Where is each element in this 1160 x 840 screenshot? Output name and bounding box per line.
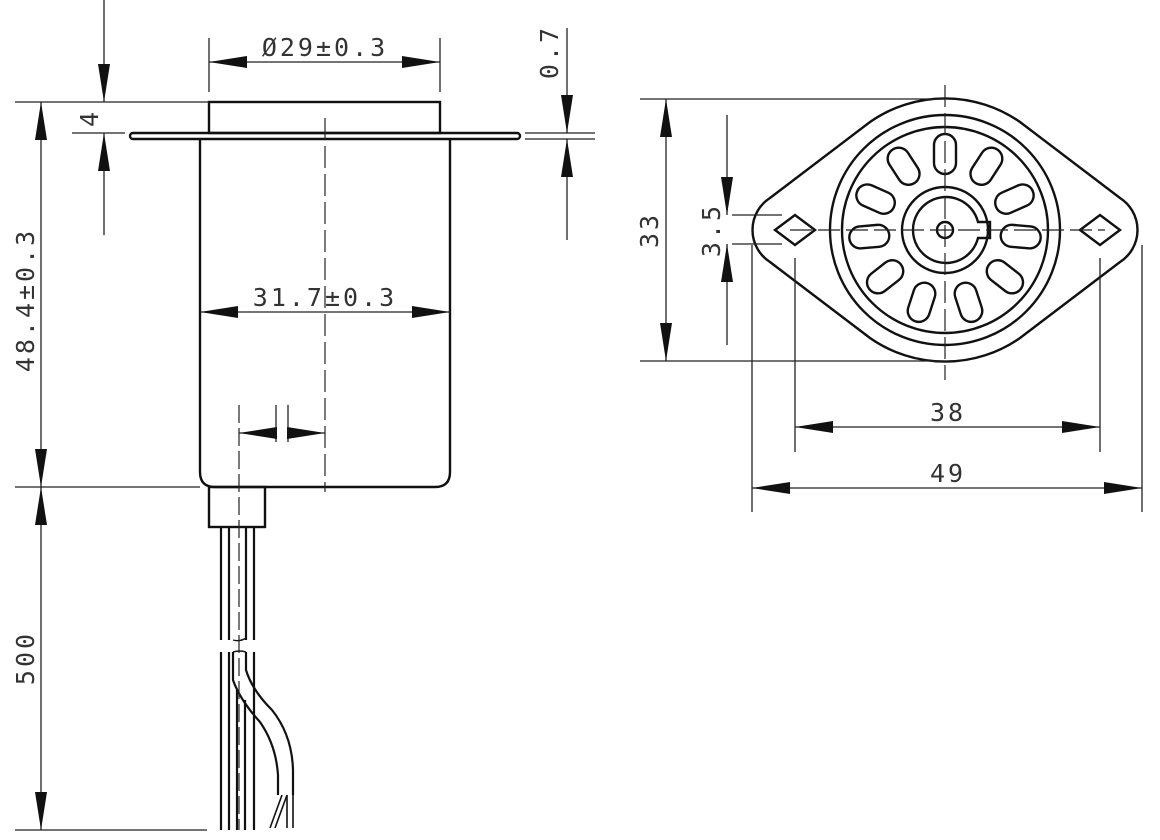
- dim-body-width: 31.7±0.3: [253, 283, 397, 312]
- mount-hole-left: [773, 213, 817, 247]
- dim-height: 33: [635, 212, 664, 248]
- vent-slot: [906, 281, 937, 324]
- hub-keyway: [911, 195, 992, 265]
- mounting-flange: [751, 97, 1139, 363]
- vent-slot: [994, 183, 1035, 215]
- dim-hole-spacing: 38: [930, 398, 966, 427]
- vent-slot: [985, 259, 1025, 295]
- vent-slot: [953, 281, 984, 324]
- dim-flange-thickness: 0.7: [535, 25, 564, 79]
- vent-slot: [855, 183, 896, 215]
- vent-slot: [969, 146, 1004, 187]
- vent-slot: [999, 223, 1042, 250]
- vent-slot: [848, 223, 891, 250]
- dim-cap-diameter: Ø29±0.3: [262, 33, 388, 62]
- lead-wires: [219, 527, 295, 830]
- vent-slot: [865, 259, 905, 295]
- vent-slot: [886, 146, 921, 187]
- top-view: 33 3.5 38 49: [635, 85, 1143, 512]
- cable-boot: [207, 485, 267, 529]
- dim-overall-width: 49: [930, 459, 966, 488]
- dim-body-height: 48.4±0.3: [11, 228, 40, 372]
- side-view: Ø29±0.3 4 48.4±0.3 500 0.7 31.7±0.3: [11, 0, 595, 831]
- dim-lead-length: 500: [11, 631, 40, 685]
- dim-hole-size: 3.5: [697, 203, 726, 257]
- dim-flange-offset: 4: [75, 109, 104, 127]
- mount-hole-right: [1078, 213, 1122, 247]
- vent-slots: [848, 132, 1042, 324]
